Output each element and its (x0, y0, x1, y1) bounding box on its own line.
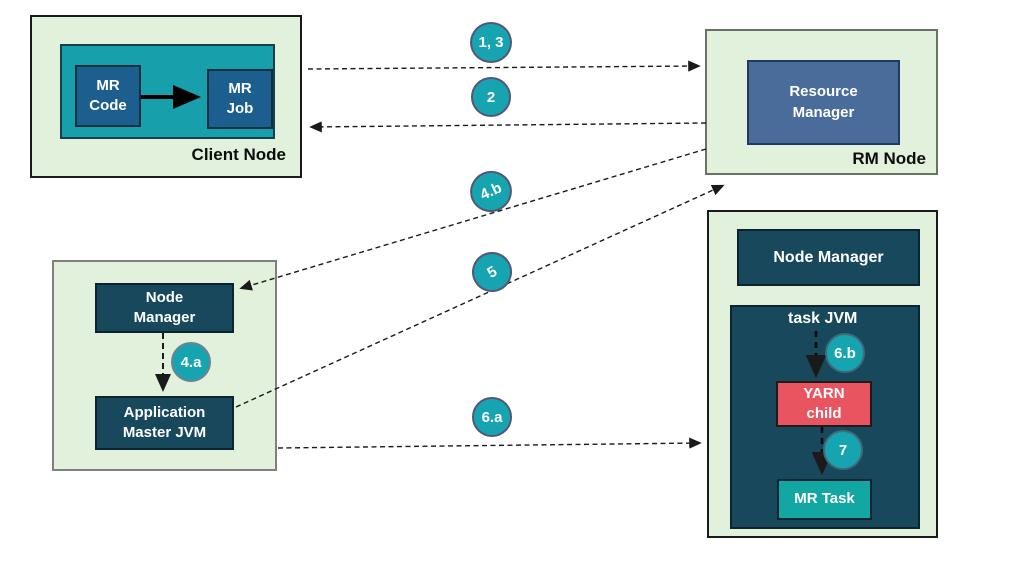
arrow-step-1-3 (307, 60, 701, 72)
badge-step-2: 2 (471, 77, 511, 117)
task-node-container: Node Manager task JVM YARN child MR Task (707, 210, 938, 538)
arrow-step-2 (309, 121, 707, 133)
task-jvm-label: task JVM (788, 310, 858, 327)
badge-step-4a: 4.a (171, 342, 211, 382)
mr-task-box: MR Task (777, 479, 872, 520)
yarn-child-box: YARN child (776, 381, 872, 427)
mr-job-box: MR Job (207, 69, 273, 129)
rm-node-caption: RM Node (852, 149, 926, 168)
badge-step-7: 7 (823, 430, 863, 470)
badge-step-5: 5 (464, 244, 520, 300)
resource-manager-box: Resource Manager (747, 60, 900, 145)
application-master-jvm-box: Application Master JVM (95, 396, 234, 450)
badge-step-6b: 6.b (825, 333, 865, 373)
arrow-step-6a (277, 437, 702, 449)
client-node-caption: Client Node (191, 145, 286, 164)
node-manager-right-box: Node Manager (737, 229, 920, 286)
badge-step-1-3: 1, 3 (470, 22, 512, 63)
mr-code-box: MR Code (75, 65, 141, 127)
app-master-node-container: Node Manager Application Master JVM (52, 260, 277, 471)
badge-step-6a: 6.a (472, 397, 512, 437)
rm-node-container: Resource Manager RM Node (705, 29, 938, 175)
badge-step-4b: 4.b (463, 164, 519, 219)
client-node-container: MR Code MR Job Client Node (30, 15, 302, 178)
arrow-step-5 (235, 184, 725, 408)
node-manager-left-box: Node Manager (95, 283, 234, 333)
